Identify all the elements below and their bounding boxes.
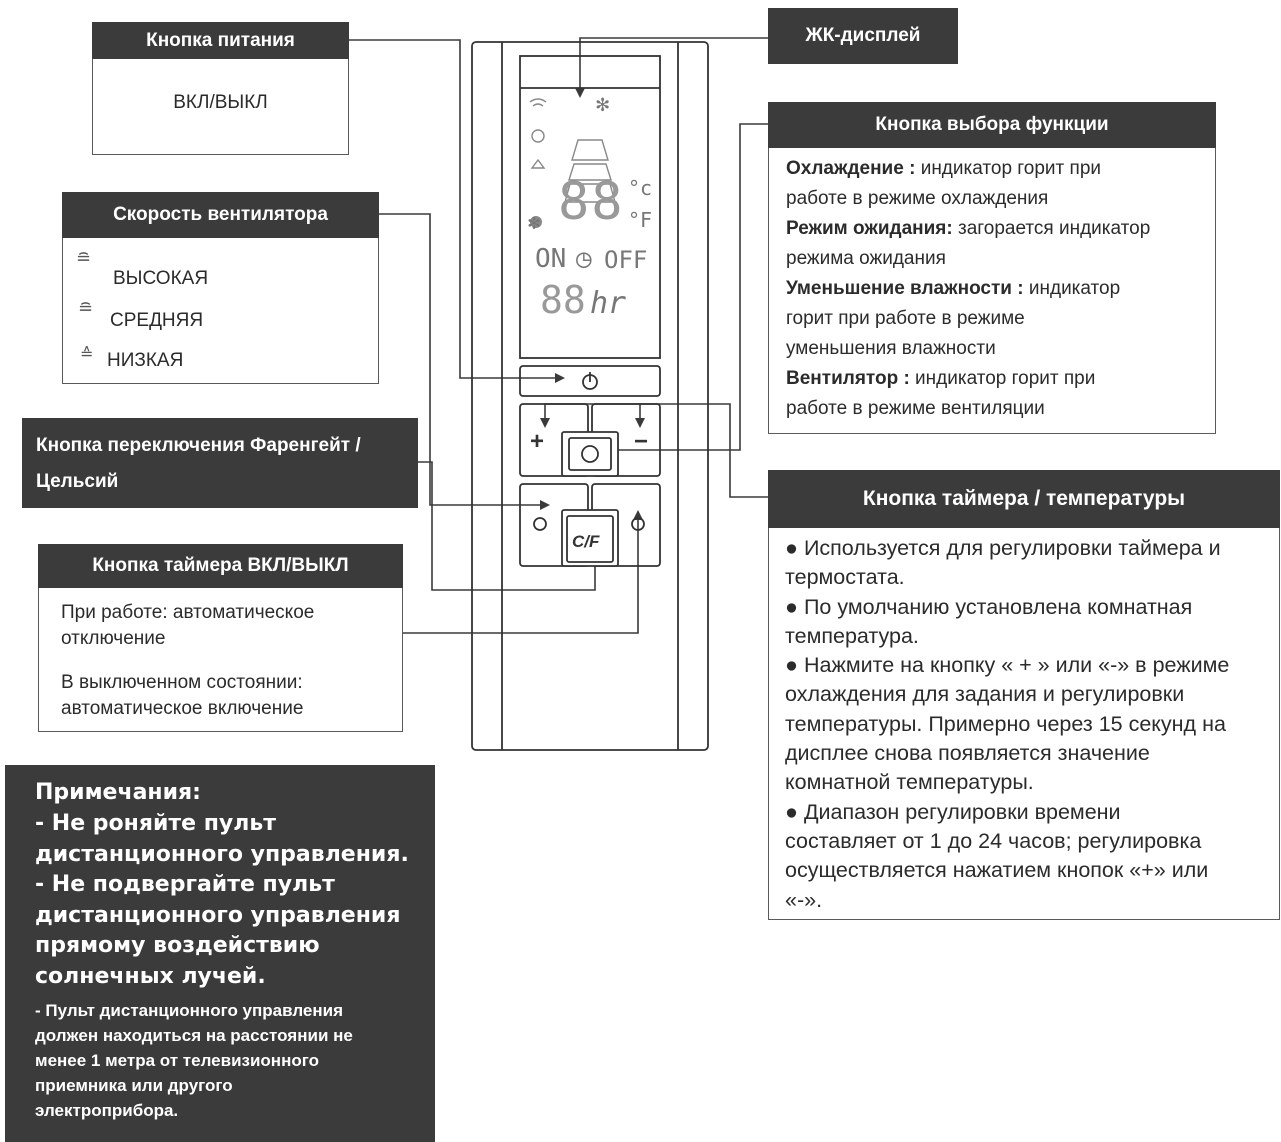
timer-onoff-line1: При работе: автоматическое bbox=[61, 602, 315, 623]
unit-switch-title: Кнопка переключения Фаренгейт / Цельсий bbox=[22, 418, 418, 508]
function-select-title: Кнопка выбора функции bbox=[768, 102, 1216, 148]
lcd-fahrenheit-unit: °F bbox=[628, 208, 653, 232]
timer-temp-line: температуры. Примерно через 15 секунд на bbox=[785, 711, 1226, 736]
standby-mode-text-1: загорается индикатор bbox=[952, 218, 1151, 239]
timer-onoff-line4: автоматическое включение bbox=[61, 698, 304, 719]
notes-panel: Примечания: - Не роняйте пульт дистанцио… bbox=[5, 765, 435, 1142]
lcd-fan-icon: ✻ bbox=[596, 92, 610, 117]
function-select-callout bbox=[768, 102, 1216, 434]
fan-medium-label: СРЕДНЯЯ bbox=[110, 310, 204, 331]
notes-title: Примечания: bbox=[35, 780, 201, 805]
timer-temp-line: ● По умолчанию установлена комнатная bbox=[785, 594, 1193, 619]
timer-temp-line: ● Диапазон регулировки времени bbox=[785, 799, 1121, 824]
fan-mode-text-2: работе в режиме вентиляции bbox=[786, 398, 1045, 419]
timer-temp-line: дисплее снова появляется значение bbox=[785, 741, 1150, 766]
timer-temp-line: температура. bbox=[785, 623, 919, 648]
standby-mode-label: Режим ожидания: bbox=[786, 218, 953, 239]
fan-low-icon: ≙ bbox=[80, 346, 94, 363]
lcd-temperature-digits: 88 bbox=[558, 172, 625, 232]
timer-temp-line: ● Нажмите на кнопку « + » или «-» в режи… bbox=[785, 653, 1230, 678]
notes-warning-line: прямому воздействию bbox=[35, 933, 320, 958]
standby-mode-text-2: режима ожидания bbox=[786, 248, 946, 269]
notes-distance-line: менее 1 метра от телевизионного bbox=[35, 1051, 319, 1070]
timer-temp-line: ● Используется для регулировки таймера и bbox=[785, 536, 1221, 560]
lcd-clock-icon: ◷ bbox=[576, 244, 592, 274]
cool-mode-text-2: работе в режиме охлаждения bbox=[786, 188, 1049, 209]
lcd-celsius-unit: °c bbox=[628, 176, 653, 200]
timer-temp-line: комнатной температуры. bbox=[785, 770, 1034, 795]
timer-onoff-title: Кнопка таймера ВКЛ/ВЫКЛ bbox=[38, 544, 403, 588]
power-button-text: ВКЛ/ВЫКЛ bbox=[173, 92, 268, 113]
remote-control bbox=[471, 41, 709, 751]
fan-low-label: НИЗКАЯ bbox=[107, 350, 184, 371]
dehumidify-mode-text-1: индикатор bbox=[1023, 278, 1121, 299]
fan-high-icon: ≘ bbox=[76, 248, 92, 268]
timer-onoff-line3: В выключенном состоянии: bbox=[61, 672, 303, 693]
timer-temp-line: термостата. bbox=[785, 565, 905, 590]
lcd-timer-digits: 88 bbox=[540, 278, 586, 322]
notes-distance-line: электроприбора. bbox=[35, 1101, 179, 1120]
timer-temp-line: осуществляется нажатием кнопок «+» или bbox=[785, 858, 1209, 883]
fan-mode-text-1: индикатор горит при bbox=[909, 368, 1096, 389]
notes-warning-line: - Не роняйте пульт bbox=[35, 811, 277, 836]
plus-button[interactable]: + bbox=[530, 428, 545, 455]
lcd-off-label: OFF bbox=[604, 246, 648, 274]
notes-warning-line: - Не подвергайте пульт bbox=[35, 872, 335, 897]
notes-warning-line: дистанционного управления. bbox=[35, 841, 409, 867]
power-button-title: Кнопка питания bbox=[92, 22, 349, 59]
notes-warning-line: солнечных лучей. bbox=[35, 963, 266, 989]
timer-temp-line: охлаждения для задания и регулировки bbox=[785, 682, 1185, 707]
timer-temp-body: ● Используется для регулировки таймера и… bbox=[785, 534, 1280, 915]
timer-temp-line: составляет от 1 до 24 часов; регулировка bbox=[785, 828, 1202, 853]
cool-mode-label: Охлаждение : bbox=[786, 158, 916, 179]
lcd-on-label: ON bbox=[535, 244, 567, 274]
unit-switch-title-line1: Кнопка переключения Фаренгейт / bbox=[36, 435, 361, 456]
notes-distance-line: приемника или другого bbox=[35, 1076, 233, 1095]
lcd-title: ЖК-дисплей bbox=[768, 8, 958, 64]
dehumidify-mode-label: Уменьшение влажности : bbox=[786, 278, 1024, 299]
notes-distance-line: должен находиться на расстоянии не bbox=[35, 1026, 353, 1045]
fan-medium-icon: ≘ bbox=[78, 298, 94, 318]
timer-onoff-line2: отключение bbox=[61, 628, 166, 649]
fan-mode-label: Вентилятор : bbox=[786, 368, 910, 389]
cool-mode-text-1: индикатор горит при bbox=[915, 158, 1101, 179]
minus-button[interactable]: − bbox=[634, 428, 649, 455]
notes-distance-line: - Пульт дистанционного управления bbox=[35, 1001, 344, 1020]
notes-warning-line: дистанционного управления bbox=[35, 902, 401, 928]
lcd-timer-unit: hr bbox=[590, 286, 627, 321]
cf-button[interactable]: C/F bbox=[572, 532, 600, 551]
dehumidify-mode-text-3: уменьшения влажности bbox=[786, 338, 996, 359]
dehumidify-mode-text-2: горит при работе в режиме bbox=[786, 308, 1025, 329]
function-select-body: Охлаждение : индикатор горит при работе … bbox=[786, 154, 1211, 424]
fan-speed-title: Скорость вентилятора bbox=[62, 192, 379, 238]
fan-high-label: ВЫСОКАЯ bbox=[113, 268, 209, 289]
timer-temp-line: «-». bbox=[785, 887, 823, 912]
unit-switch-title-line2: Цельсий bbox=[36, 471, 119, 492]
timer-temp-title: Кнопка таймера / температуры bbox=[768, 470, 1280, 528]
timer-temp-callout bbox=[768, 470, 1280, 920]
lcd-small-fan-icon: ✻ bbox=[528, 210, 541, 234]
